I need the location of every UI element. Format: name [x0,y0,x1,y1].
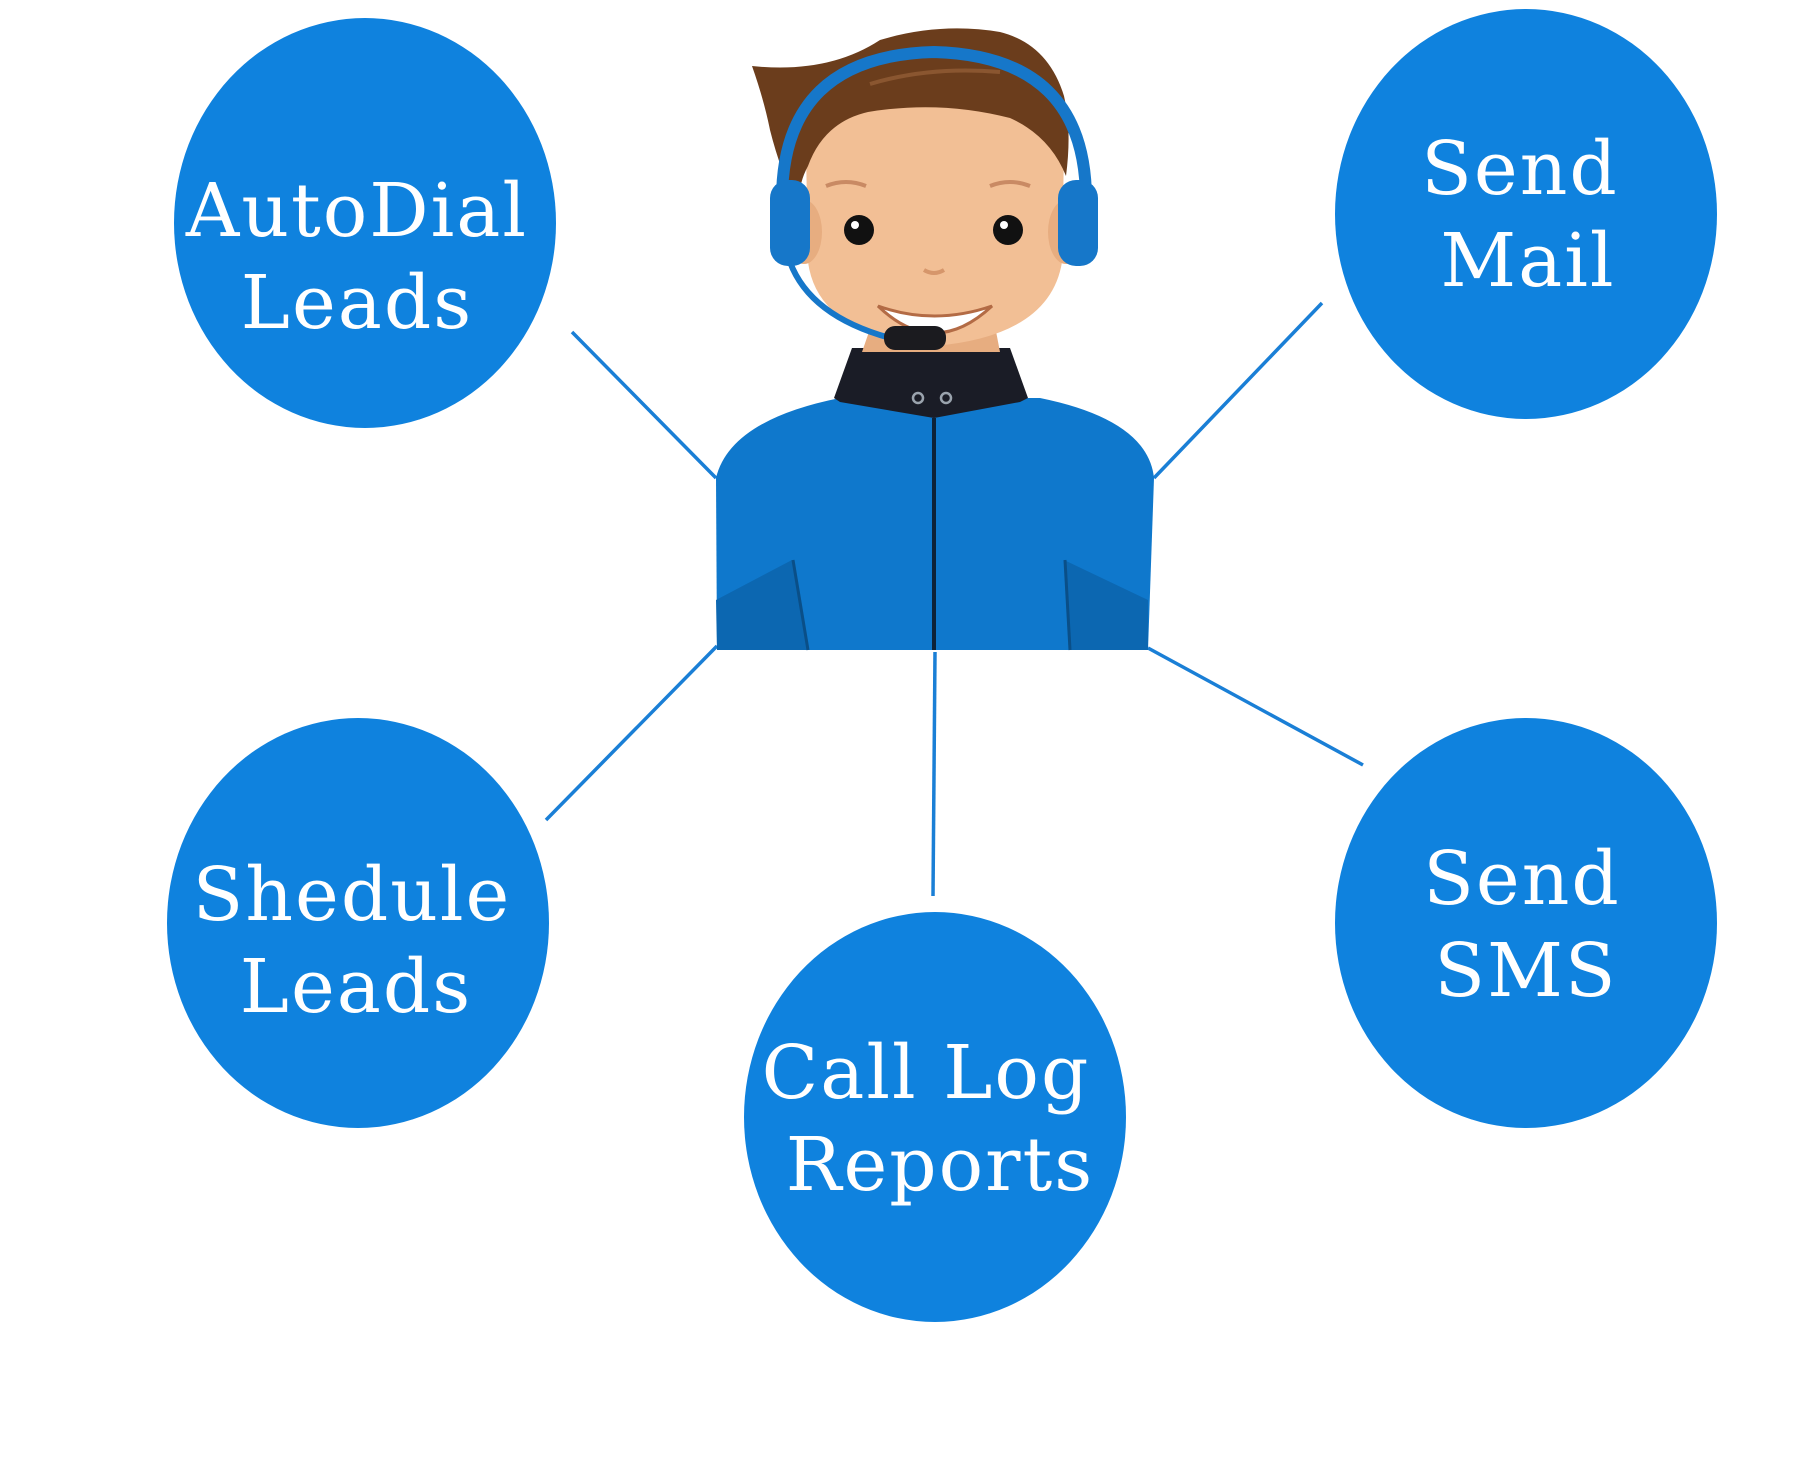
connector-shedule-leads [544,644,719,822]
node-call-log-reports-label-line2: Reports [786,1122,1095,1208]
agent-eye-right [993,215,1023,245]
headset-earcup-right [1058,180,1098,266]
node-call-log-reports-label-line1: Call Log [762,1030,1091,1116]
node-call-log-reports[interactable]: Call Log Reports [744,912,1126,1322]
node-send-sms-circle [1335,718,1717,1128]
connector-autodial-leads [570,330,718,480]
connector-send-sms [1147,646,1364,767]
node-send-sms-label-line2: SMS [1434,928,1617,1014]
node-autodial-leads-circle [174,18,556,428]
agent-jacket-shadow-left [716,560,808,650]
agent-eyebrow-right [989,180,1031,188]
agent-collar [834,348,1028,418]
connectors [544,301,1364,897]
agent-hair-highlight [869,68,1001,86]
node-send-mail-circle [1335,9,1717,419]
node-send-mail-label-line2: Mail [1440,218,1615,304]
collar-button-right [939,391,953,405]
headset-earcup-left [770,180,810,266]
node-send-mail[interactable]: Send Mail [1335,9,1717,419]
node-call-log-reports-circle [744,912,1126,1322]
agent-jacket-left-crease [791,559,810,651]
node-send-sms-label-line1: Send [1423,836,1621,922]
node-shedule-leads-label-line2: Leads [240,944,472,1030]
node-send-sms[interactable]: Send SMS [1335,718,1717,1128]
agent-eye-left-glint [851,221,859,229]
agent-nose [922,268,946,275]
collar-button-left [911,391,925,405]
agent-eye-right-glint [1000,221,1008,229]
agent-eye-left [844,215,874,245]
agent-eyebrow-left [825,180,867,188]
agent-face [806,90,1064,346]
agent-jacket-shadow-right [1064,560,1148,650]
node-shedule-leads-circle [167,718,549,1128]
connector-send-mail [1152,301,1324,480]
node-autodial-leads-label-line1: AutoDial [185,168,528,254]
node-autodial-leads-label-line2: Leads [241,260,473,346]
headset-band [776,45,1092,250]
agent-jacket-right-crease [1063,559,1072,651]
node-autodial-leads[interactable]: AutoDial Leads [174,18,556,428]
support-agent-icon [716,28,1154,651]
node-send-mail-label-line1: Send [1421,126,1619,212]
connector-call-log-reports [931,651,937,897]
headset-mic-icon [884,326,946,350]
node-shedule-leads-label-line1: Shedule [193,852,512,938]
headset-mic-boom [787,260,891,341]
node-shedule-leads[interactable]: Shedule Leads [167,718,549,1128]
